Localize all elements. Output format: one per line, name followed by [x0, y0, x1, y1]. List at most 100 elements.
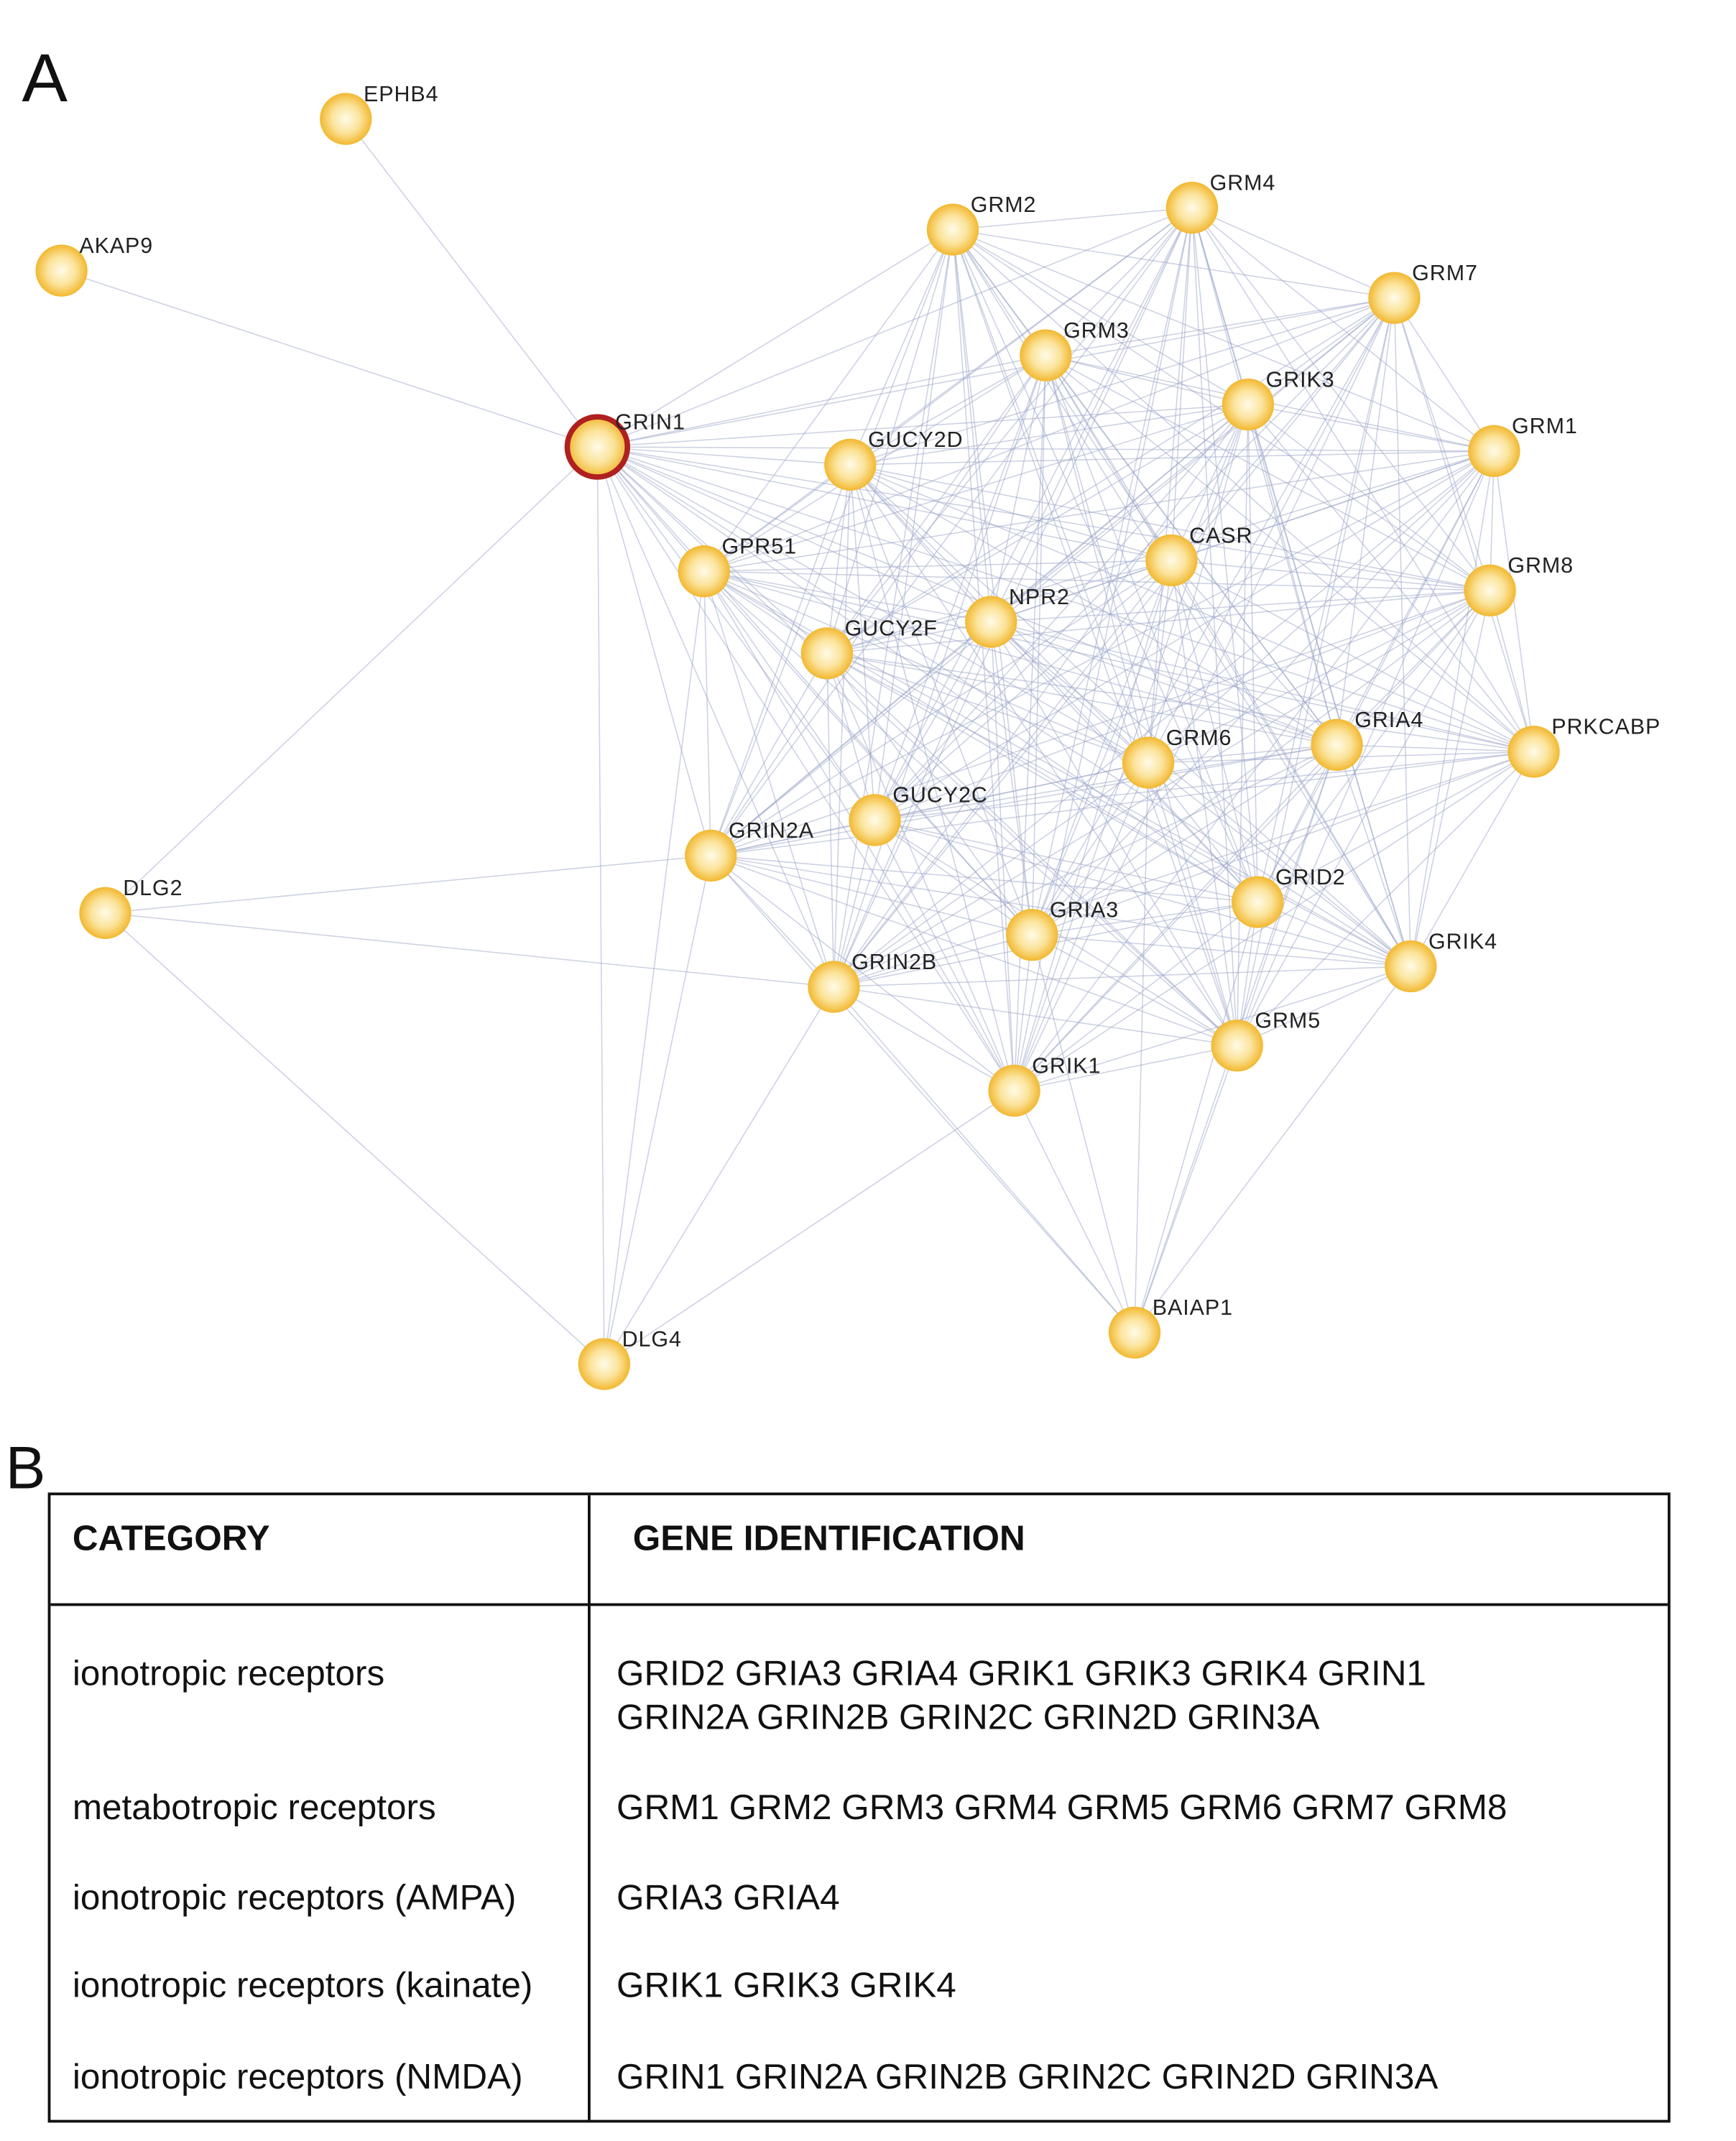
node-circle[interactable] — [578, 1338, 631, 1390]
node-circle[interactable] — [1368, 272, 1421, 324]
node-akap9[interactable]: AKAP9 — [35, 233, 153, 297]
node-dlg2[interactable]: DLG2 — [79, 876, 183, 939]
node-circle[interactable] — [1108, 1306, 1161, 1359]
node-circle[interactable] — [988, 1064, 1040, 1117]
node-ephb4[interactable]: EPHB4 — [320, 82, 438, 145]
node-circle[interactable] — [1222, 378, 1275, 431]
edge-gucy2f-grm5 — [826, 652, 1238, 1046]
node-circle[interactable] — [35, 244, 88, 297]
node-grik4[interactable]: GRIK4 — [1385, 929, 1497, 993]
node-circle[interactable] — [1464, 564, 1516, 616]
node-grm3[interactable]: GRM3 — [1020, 318, 1130, 382]
node-circle[interactable] — [678, 545, 730, 598]
edge-gria4-gria3 — [1031, 744, 1337, 935]
node-circle[interactable] — [926, 203, 979, 256]
edge-grm3-npr2 — [990, 355, 1047, 622]
node-grid2[interactable]: GRID2 — [1232, 865, 1346, 928]
node-circle[interactable] — [800, 627, 854, 680]
node-circle[interactable] — [1468, 425, 1520, 477]
edge-grik3-gria4 — [1247, 404, 1338, 746]
node-circle[interactable] — [1311, 718, 1363, 771]
edge-gucy2d-grm8 — [850, 464, 1490, 591]
edge-grin1-grm8 — [597, 446, 1490, 591]
node-label: GUCY2F — [845, 616, 938, 641]
node-circle[interactable] — [1508, 726, 1560, 778]
node-gucy2d[interactable]: GUCY2D — [824, 427, 963, 491]
node-grin2a[interactable]: GRIN2A — [685, 818, 814, 882]
node-label: NPR2 — [1009, 585, 1070, 609]
node-dlg4[interactable]: DLG4 — [578, 1327, 682, 1390]
edge-gria4-grin2b — [834, 744, 1337, 988]
edge-grm8-gucy2c — [874, 590, 1490, 821]
node-circle[interactable] — [824, 438, 877, 491]
node-circle[interactable] — [1122, 736, 1175, 789]
edge-prkcabp-grm5 — [1237, 751, 1535, 1046]
node-grin2b[interactable]: GRIN2B — [808, 950, 937, 1013]
node-grm4[interactable]: GRM4 — [1165, 170, 1276, 234]
edge-grm1-grik1 — [1013, 450, 1495, 1091]
node-casr[interactable]: CASR — [1145, 523, 1252, 587]
edge-gria4-grik1 — [1014, 744, 1338, 1091]
node-circle[interactable] — [1145, 534, 1198, 587]
node-circle[interactable] — [685, 829, 737, 882]
edge-gpr51-gria3 — [703, 570, 1033, 935]
node-circle[interactable] — [79, 887, 131, 939]
edge-gucy2f-gria3 — [826, 652, 1033, 935]
edge-grm3-grik4 — [1045, 355, 1411, 967]
node-gucy2f[interactable]: GUCY2F — [800, 616, 938, 680]
column-divider — [588, 1495, 591, 2120]
edge-gucy2c-gria3 — [874, 819, 1033, 935]
node-circle[interactable] — [1020, 329, 1072, 382]
edge-grm7-grik1 — [1013, 297, 1395, 1091]
node-gria4[interactable]: GRIA4 — [1311, 708, 1423, 771]
node-grm5[interactable]: GRM5 — [1211, 1009, 1321, 1072]
edge-grm2-gria3 — [952, 229, 1033, 935]
edge-dlg4-grin1 — [596, 447, 605, 1364]
edge-akap9-grin1 — [61, 269, 598, 448]
node-grik3[interactable]: GRIK3 — [1222, 367, 1335, 431]
node-grin1[interactable]: GRIN1 — [564, 410, 685, 480]
edge-gucy2d-grid2 — [849, 464, 1258, 903]
edge-grm8-gria3 — [1031, 590, 1491, 935]
node-baiap1[interactable]: BAIAP1 — [1108, 1295, 1233, 1359]
edge-grm6-grin2b — [834, 762, 1149, 988]
node-label: GRIN2B — [851, 950, 937, 974]
node-grm2[interactable]: GRM2 — [926, 193, 1037, 256]
edge-grm7-casr — [1171, 297, 1395, 561]
node-circle[interactable] — [1165, 182, 1219, 234]
node-circle[interactable] — [808, 961, 860, 1013]
edge-grm4-gucy2f — [826, 207, 1193, 654]
node-circle[interactable] — [1006, 909, 1058, 961]
edge-grm8-grin2b — [834, 590, 1491, 988]
node-grm6[interactable]: GRM6 — [1122, 726, 1232, 789]
node-label: GRM5 — [1255, 1009, 1321, 1033]
edge-grm7-grm3 — [1045, 297, 1395, 356]
edge-ephb4-grin1 — [345, 119, 598, 448]
edge-grm8-prkcabp — [1489, 590, 1535, 752]
node-gucy2c[interactable]: GUCY2C — [849, 783, 987, 846]
node-circle[interactable] — [1385, 940, 1437, 993]
edge-grik3-gpr51 — [703, 404, 1249, 572]
node-label: GRIK4 — [1428, 929, 1497, 953]
edge-grm7-grm1 — [1393, 297, 1495, 452]
node-grm8[interactable]: GRM8 — [1464, 553, 1574, 616]
node-grm1[interactable]: GRM1 — [1468, 414, 1578, 477]
node-prkcabp[interactable]: PRKCABP — [1508, 715, 1661, 778]
node-circle[interactable] — [849, 794, 901, 846]
node-circle[interactable] — [1211, 1019, 1263, 1072]
row-category: ionotropic receptors (kainate) — [72, 1964, 533, 2005]
node-gpr51[interactable]: GPR51 — [678, 534, 797, 598]
node-circle[interactable] — [564, 414, 631, 480]
edge-grm6-grik1 — [1013, 762, 1149, 1091]
node-circle[interactable] — [965, 596, 1017, 648]
edge-grm8-grin2a — [711, 590, 1490, 856]
node-circle[interactable] — [1232, 876, 1284, 928]
edge-gucy2d-prkcabp — [849, 464, 1534, 753]
node-grik1[interactable]: GRIK1 — [988, 1053, 1101, 1117]
node-gria3[interactable]: GRIA3 — [1006, 898, 1119, 961]
node-npr2[interactable]: NPR2 — [965, 585, 1070, 648]
edge-dlg4-gpr51 — [604, 571, 705, 1364]
edge-grm3-grin2b — [833, 355, 1047, 987]
node-grm7[interactable]: GRM7 — [1368, 261, 1478, 324]
node-circle[interactable] — [320, 93, 372, 145]
